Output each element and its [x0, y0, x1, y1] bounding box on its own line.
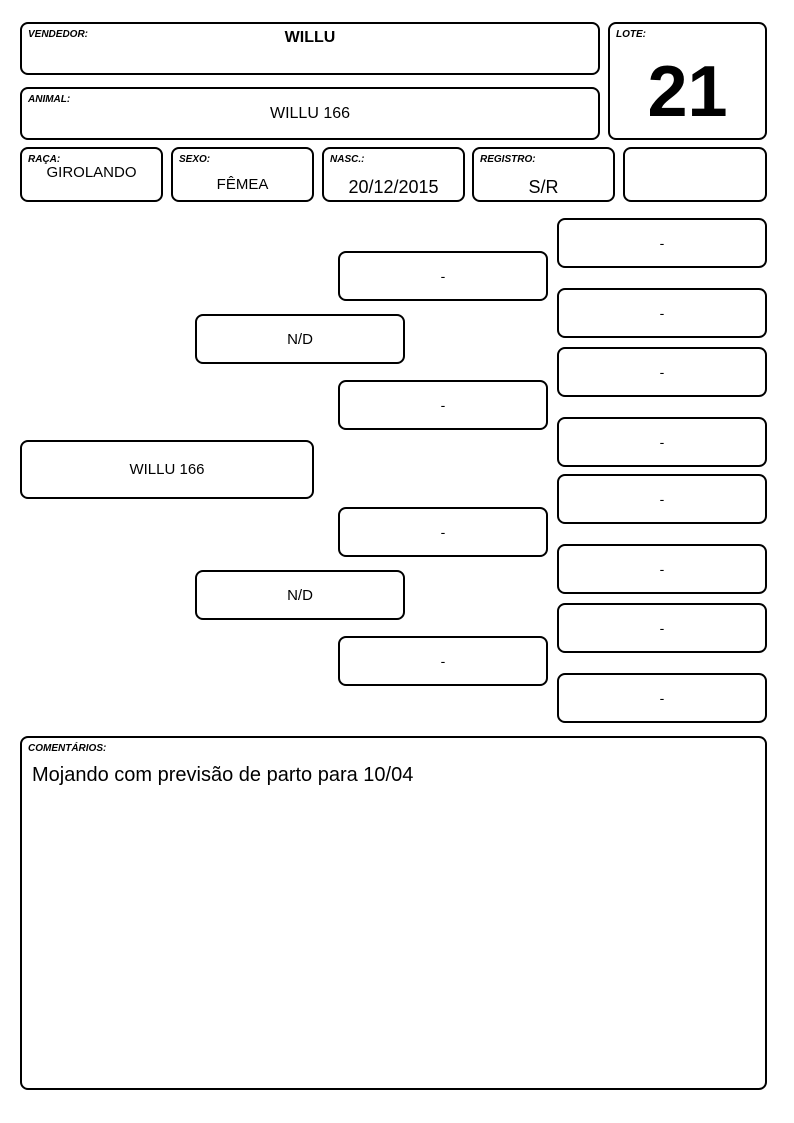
comentarios-label: COMENTÁRIOS:	[28, 743, 107, 754]
pedigree-sire: N/D	[195, 314, 405, 364]
pedigree-grandparent-1: -	[338, 251, 548, 301]
registro-value: S/R	[528, 177, 559, 197]
pedigree-great-grandparent-2: -	[557, 288, 767, 338]
pedigree-great-grandparent-1: -	[557, 218, 767, 268]
pedigree-great-grandparent-4: -	[557, 417, 767, 467]
vendedor-box: VENDEDOR: WILLU	[20, 22, 600, 75]
sexo-box: SEXO: FÊMEA	[171, 147, 314, 202]
raca-label: RAÇA:	[28, 154, 61, 165]
vendedor-value: WILLU	[284, 29, 336, 46]
pedigree-great-grandparent-6: -	[557, 544, 767, 594]
sexo-label: SEXO:	[179, 154, 211, 165]
vendedor-label: VENDEDOR:	[28, 29, 89, 40]
pedigree-great-grandparent-5: -	[557, 474, 767, 524]
pedigree-great-grandparent-3: -	[557, 347, 767, 397]
pedigree-grandparent-3: -	[338, 507, 548, 557]
pedigree-great-grandparent-7: -	[557, 603, 767, 653]
raca-box: RAÇA: GIROLANDO	[20, 147, 163, 202]
animal-value: WILLU 166	[269, 105, 351, 122]
sexo-value: FÊMEA	[216, 176, 269, 193]
raca-value: GIROLANDO	[46, 164, 137, 181]
nasc-label: NASC.:	[330, 154, 365, 165]
lote-box: LOTE: 21	[608, 22, 767, 140]
pedigree-great-grandparent-8: -	[557, 673, 767, 723]
comentarios-text: Mojando com previsão de parto para 10/04	[32, 764, 414, 786]
comentarios-box: COMENTÁRIOS: Mojando com previsão de par…	[20, 736, 767, 1090]
animal-label: ANIMAL:	[28, 94, 71, 105]
lote-label: LOTE:	[616, 29, 646, 40]
pedigree-grandparent-2: -	[338, 380, 548, 430]
nasc-box: NASC.: 20/12/2015	[322, 147, 465, 202]
registro-label: REGISTRO:	[480, 154, 536, 165]
pedigree-grandparent-4: -	[338, 636, 548, 686]
nasc-value: 20/12/2015	[348, 177, 439, 197]
pedigree-dam: N/D	[195, 570, 405, 620]
animal-box: ANIMAL: WILLU 166	[20, 87, 600, 140]
lote-number: 21	[647, 52, 728, 132]
pedigree-animal: WILLU 166	[20, 440, 314, 499]
extra-box	[623, 147, 767, 202]
registro-box: REGISTRO: S/R	[472, 147, 615, 202]
